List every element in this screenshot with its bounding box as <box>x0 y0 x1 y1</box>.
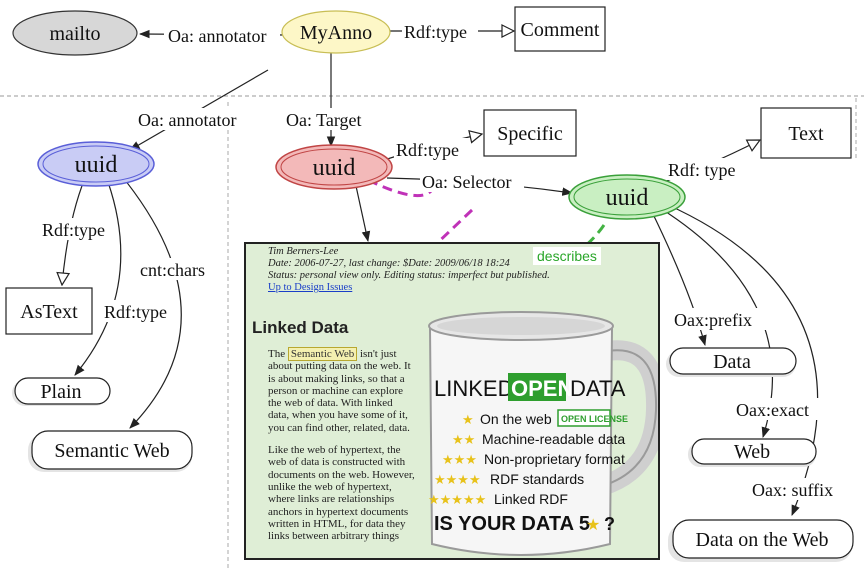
label-oa-selector: Oa: Selector <box>422 172 511 192</box>
node-comment: Comment <box>514 6 606 52</box>
svg-text:Text: Text <box>788 123 824 145</box>
svg-text:Linked RDF: Linked RDF <box>494 491 568 507</box>
doc-status: Status: personal view only. Editing stat… <box>268 270 550 281</box>
doc-paragraph-2: Like the web of hypertext, the web of da… <box>268 444 415 543</box>
svg-text:AsText: AsText <box>20 301 78 323</box>
node-mailto: mailto <box>12 10 138 56</box>
label-rdf-type-astext: Rdf:type <box>42 220 105 240</box>
edge-uuid-plain <box>74 181 122 376</box>
svg-text:OPEN: OPEN <box>511 376 573 401</box>
svg-text:★★★★★: ★★★★★ <box>428 493 486 508</box>
svg-text:RDF standards: RDF standards <box>490 471 584 487</box>
svg-text:IS YOUR DATA 5: IS YOUR DATA 5 <box>434 513 590 535</box>
label-rdf-type-top: Rdf:type <box>404 22 467 42</box>
dashed-separator <box>0 95 864 569</box>
label-oa-annotator-mid: Oa: annotator <box>138 110 236 130</box>
doc-header: Tim Berners-Lee Date: 2006-07-27, last c… <box>268 246 648 294</box>
label-oa-target: Oa: Target <box>286 110 362 130</box>
svg-text:Web: Web <box>734 441 770 463</box>
doc-title: Linked Data <box>252 318 349 337</box>
node-plain: Plain <box>12 377 111 406</box>
node-astext: AsText <box>5 287 93 335</box>
label-oax-suffix: Oax: suffix <box>752 480 833 500</box>
describes-label: describes <box>533 247 601 265</box>
label-oax-prefix: Oax:prefix <box>674 310 752 330</box>
node-myanno: MyAnno <box>281 10 391 54</box>
svg-text:Non-proprietary format: Non-proprietary format <box>484 451 625 467</box>
svg-text:Data on the Web: Data on the Web <box>696 529 829 551</box>
doc-date: Date: 2006-07-27, last change: $Date: 20… <box>268 258 510 269</box>
svg-text:★★★: ★★★ <box>442 453 477 468</box>
linked-open-data-mug: LINKED OPEN DATA ★ ★★ ★★★ ★★★★ ★★★★★ On … <box>428 311 658 556</box>
node-data-on-the-web: Data on the Web <box>668 519 854 562</box>
node-specific: Specific <box>483 109 577 157</box>
svg-text:★★: ★★ <box>452 433 475 448</box>
edge-target-doc <box>355 185 371 243</box>
svg-text:?: ? <box>604 514 615 534</box>
svg-text:Data: Data <box>713 351 751 373</box>
doc-paragraph-1: isn't just about putting data on the web… <box>268 348 411 434</box>
svg-text:Plain: Plain <box>40 381 81 403</box>
document-screenshot: Tim Berners-Lee Date: 2006-07-27, last c… <box>244 242 660 560</box>
node-text: Text <box>760 107 852 159</box>
label-rdf-type-text: Rdf: type <box>668 160 736 180</box>
svg-text:Specific: Specific <box>497 123 563 145</box>
svg-text:★★★★: ★★★★ <box>434 473 481 488</box>
design-issues-link[interactable]: Up to Design Issues <box>268 282 353 293</box>
edge-selector-data <box>651 211 707 347</box>
svg-text:On the web: On the web <box>480 411 552 427</box>
node-uuid-selector: uuid <box>568 174 686 220</box>
svg-text:LINKED: LINKED <box>434 376 513 401</box>
label-rdf-type-plain: Rdf:type <box>104 302 167 322</box>
svg-text:Semantic Web: Semantic Web <box>54 440 169 462</box>
svg-text:Machine-readable data: Machine-readable data <box>482 431 625 447</box>
svg-text:mailto: mailto <box>49 23 100 45</box>
label-cnt-chars: cnt:chars <box>140 260 205 280</box>
highlighted-phrase[interactable]: Semantic Web <box>287 347 358 361</box>
star-rows: ★ ★★ ★★★ ★★★★ ★★★★★ <box>428 413 486 508</box>
svg-text:uuid: uuid <box>313 155 356 181</box>
node-web: Web <box>688 438 817 467</box>
svg-text:MyAnno: MyAnno <box>300 22 372 44</box>
label-oa-annotator-top: Oa: annotator <box>168 26 266 46</box>
edge-labels: Oa: annotator Rdf:type Oa: annotator Oa:… <box>40 20 858 500</box>
node-data: Data <box>666 347 797 377</box>
svg-text:uuid: uuid <box>606 185 649 211</box>
node-semantic-web: Semantic Web <box>28 430 193 472</box>
doc-body: The Semantic Web isn't just about puttin… <box>268 347 415 543</box>
svg-text:Comment: Comment <box>521 19 600 41</box>
magenta-arrow <box>367 178 434 198</box>
doc-author: Tim Berners-Lee <box>268 246 339 257</box>
svg-text:OPEN LICENSE: OPEN LICENSE <box>561 414 628 424</box>
svg-text:DATA: DATA <box>570 376 626 401</box>
svg-text:★: ★ <box>462 413 474 428</box>
svg-text:uuid: uuid <box>75 152 118 178</box>
label-rdf-type-specific: Rdf:type <box>396 140 459 160</box>
edge-uuid-semweb <box>124 179 182 429</box>
svg-text:★: ★ <box>586 515 600 534</box>
node-uuid-left: uuid <box>37 141 155 187</box>
node-uuid-target: uuid <box>275 144 393 190</box>
label-oax-exact: Oax:exact <box>736 400 809 420</box>
